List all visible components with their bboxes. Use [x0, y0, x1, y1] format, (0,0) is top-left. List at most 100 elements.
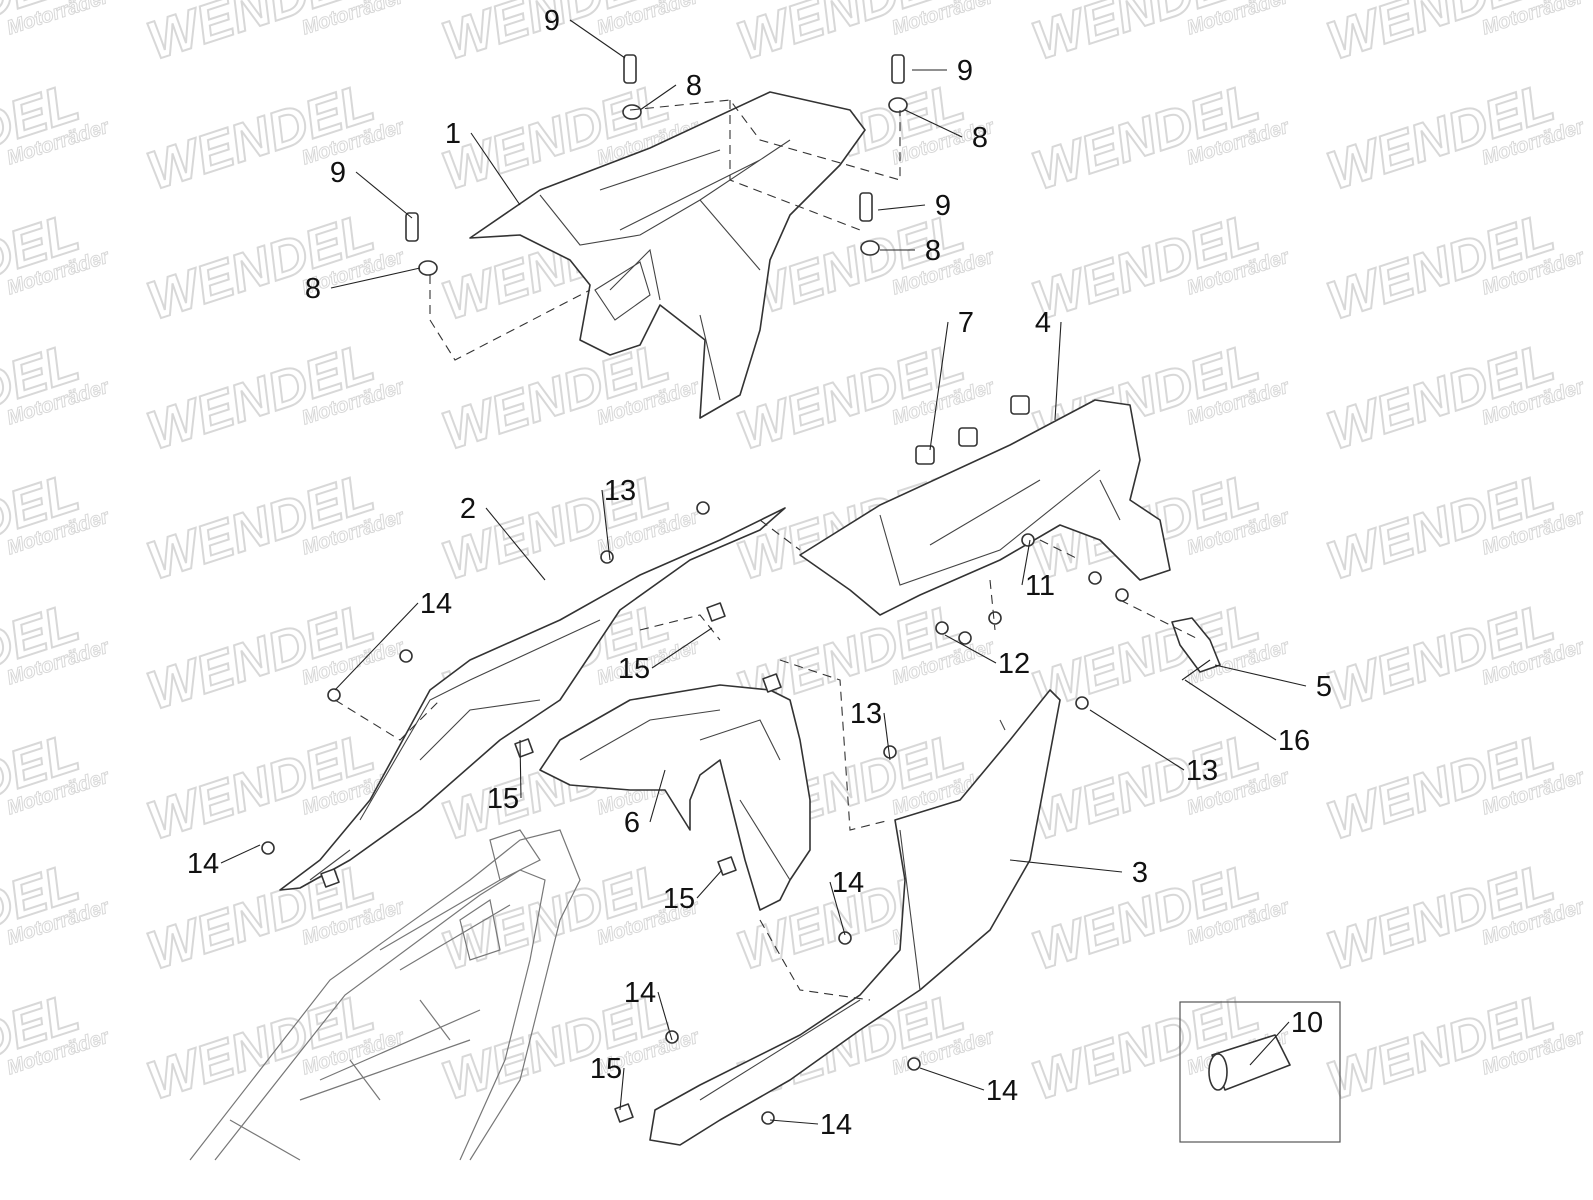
clip-icon — [958, 427, 978, 447]
speed-nut-icon — [514, 738, 534, 758]
leader-line — [944, 634, 997, 664]
screw-icon — [859, 192, 873, 222]
screw-head-icon — [399, 649, 413, 663]
callout-label-11: 11 — [1025, 570, 1055, 602]
screw-head-icon — [327, 688, 341, 702]
leader-line — [334, 602, 419, 691]
callout-label-13: 13 — [1186, 755, 1218, 787]
callout-label-9: 9 — [957, 55, 973, 87]
screw-head-icon — [1088, 571, 1102, 585]
leader-line — [355, 171, 413, 219]
callout-label-16: 16 — [1278, 725, 1310, 757]
screw-head-icon — [696, 501, 710, 515]
callout-label-7: 7 — [958, 307, 974, 339]
leader-line — [657, 991, 673, 1041]
callout-label-9: 9 — [330, 157, 346, 189]
leader-line — [519, 739, 522, 799]
callout-label-14: 14 — [624, 977, 656, 1009]
leader-line — [330, 267, 421, 289]
leader-line — [1184, 679, 1277, 741]
leader-line — [829, 881, 846, 936]
washer-icon — [622, 104, 642, 120]
leader-line — [1249, 1021, 1290, 1066]
part-3-side-panel — [649, 689, 1061, 1146]
leader-line — [619, 1067, 625, 1111]
speed-nut-icon — [706, 602, 726, 622]
callout-label-4: 4 — [1035, 307, 1051, 339]
screw-icon — [623, 54, 637, 84]
washer-icon — [888, 97, 908, 113]
rear-frame — [189, 829, 581, 1161]
leader-line — [929, 321, 949, 451]
leader-line — [651, 627, 713, 669]
callout-label-6: 6 — [624, 807, 640, 839]
callout-label-14: 14 — [420, 588, 452, 620]
callout-label-13: 13 — [604, 475, 636, 507]
part-6-inner-panel — [539, 684, 811, 911]
speed-nut-icon — [320, 868, 340, 888]
leader-line — [601, 489, 611, 561]
leader-line — [1089, 709, 1185, 771]
leader-line — [639, 84, 677, 111]
screw-head-icon — [261, 841, 275, 855]
screw-head-icon — [1021, 533, 1035, 547]
callout-label-5: 5 — [1316, 671, 1332, 703]
leader-line — [877, 204, 926, 211]
callout-label-8: 8 — [972, 122, 988, 154]
screw-head-icon — [761, 1111, 775, 1125]
screw-head-icon — [665, 1030, 679, 1044]
callout-label-3: 3 — [1132, 857, 1148, 889]
callout-label-12: 12 — [998, 648, 1030, 680]
speed-nut-icon — [614, 1103, 634, 1123]
assembly-lines — [334, 99, 1201, 1001]
clip-icon — [915, 445, 935, 465]
callout-label-8: 8 — [305, 273, 321, 305]
callout-label-8: 8 — [686, 70, 702, 102]
screw-head-icon — [935, 621, 949, 635]
leader-line — [569, 19, 626, 59]
leader-line — [883, 712, 891, 761]
leader-line — [1054, 321, 1062, 421]
fastener-set — [261, 54, 1129, 1125]
part-2-side-rail — [279, 507, 786, 891]
leader-line — [1021, 539, 1031, 586]
screw-head-icon — [958, 631, 972, 645]
leader-line — [1214, 664, 1307, 687]
part-1-tail-cover — [469, 91, 866, 419]
screw-head-icon — [600, 550, 614, 564]
leader-line — [649, 769, 666, 823]
leader-line — [220, 844, 261, 864]
part-4-rear-fender — [799, 399, 1171, 616]
leader-line — [769, 1119, 819, 1125]
